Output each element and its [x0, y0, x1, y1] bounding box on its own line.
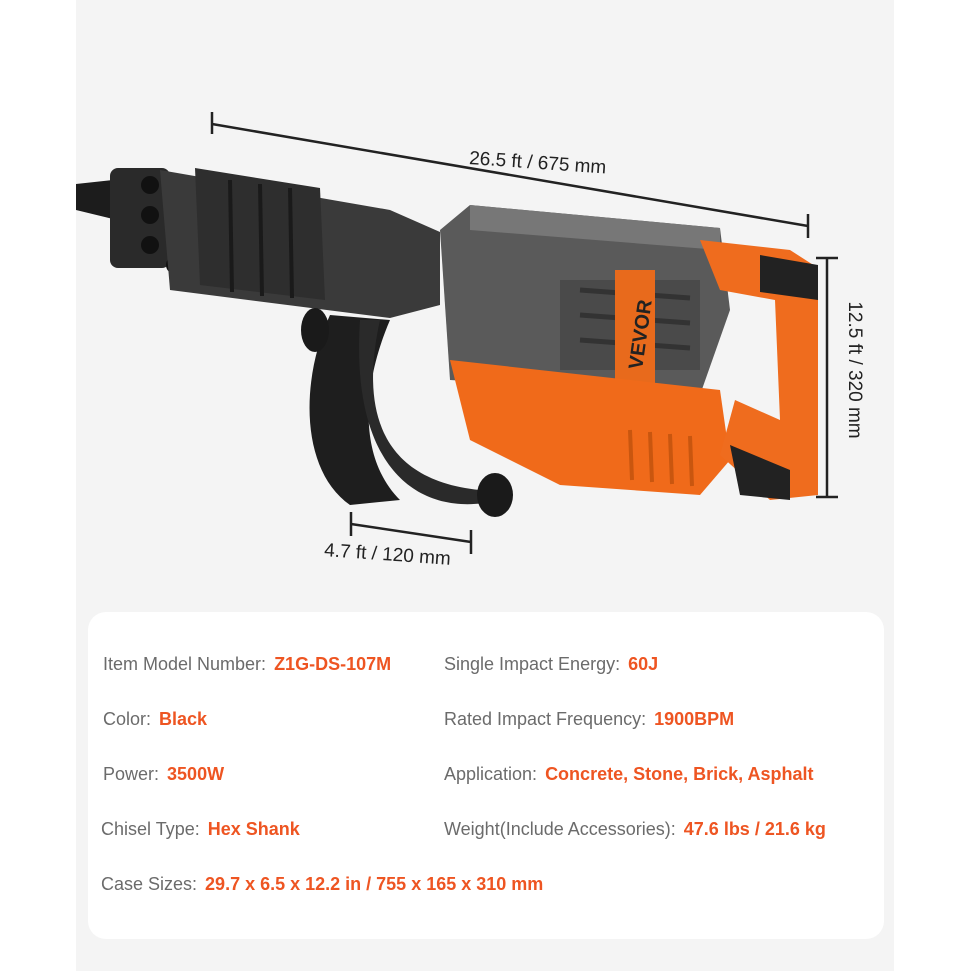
spec-label: Item Model Number: — [103, 654, 267, 674]
spec-value: 1900BPM — [654, 709, 735, 729]
spec-label: Chisel Type: — [101, 819, 200, 839]
length-dimension-line — [210, 112, 810, 238]
spec-color: Color: Black — [103, 709, 207, 730]
spec-value: Z1G-DS-107M — [274, 654, 392, 674]
spec-value: 60J — [628, 654, 659, 674]
spec-frequency: Rated Impact Frequency: 1900BPM — [444, 709, 734, 730]
spec-chisel: Chisel Type: Hex Shank — [101, 819, 300, 840]
spec-label: Weight(Include Accessories): — [444, 819, 676, 839]
handle-dimension-line — [349, 512, 473, 554]
spec-label: Single Impact Energy: — [444, 654, 621, 674]
height-dimension-label: 12.5 ft / 320 mm — [844, 301, 865, 439]
spec-weight: Weight(Include Accessories): 47.6 lbs / 2… — [444, 819, 826, 840]
specs-card: Item Model Number: Z1G-DS-107M Single Imp… — [88, 612, 884, 939]
front-nut — [110, 168, 170, 268]
height-dimension-line — [816, 256, 838, 499]
side-handle — [309, 315, 400, 505]
spec-label: Color: — [103, 709, 152, 729]
spec-model: Item Model Number: Z1G-DS-107M — [103, 654, 391, 675]
spec-label: Rated Impact Frequency: — [444, 709, 647, 729]
spec-energy: Single Impact Energy: 60J — [444, 654, 658, 675]
spec-value: 29.7 x 6.5 x 12.2 in / 755 x 165 x 310 m… — [205, 874, 544, 894]
spec-value: Black — [159, 709, 208, 729]
spec-label: Power: — [103, 764, 160, 784]
spec-label: Application: — [444, 764, 538, 784]
spec-value: Hex Shank — [207, 819, 300, 839]
spec-label: Case Sizes: — [101, 874, 198, 894]
spec-value: 47.6 lbs / 21.6 kg — [683, 819, 826, 839]
spec-value: Concrete, Stone, Brick, Asphalt — [545, 764, 814, 784]
spec-value: 3500W — [167, 764, 225, 784]
spec-application: Application: Concrete, Stone, Brick, Asph… — [444, 764, 813, 785]
spec-power: Power: 3500W — [103, 764, 224, 785]
rear-handle — [700, 240, 818, 500]
spec-case-sizes: Case Sizes: 29.7 x 6.5 x 12.2 in / 755 x … — [101, 874, 543, 895]
orange-body — [450, 360, 730, 495]
demolition-hammer-image: VEVOR — [76, 112, 838, 554]
